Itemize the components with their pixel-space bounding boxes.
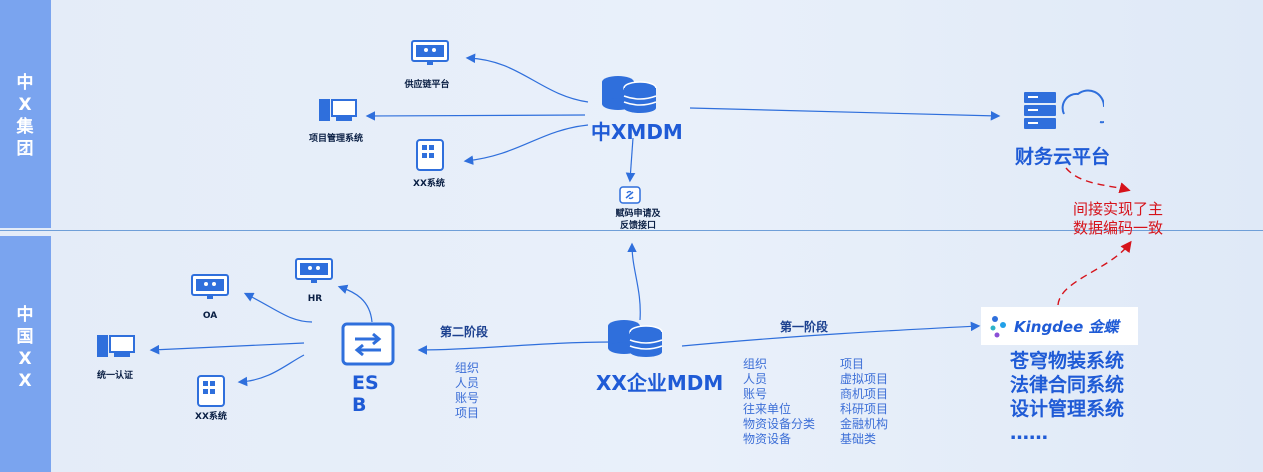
xx-system-bottom-label: XX系统 [195, 412, 227, 422]
oa-label: OA [202, 311, 218, 321]
stage2-label: 第二阶段 [440, 325, 489, 339]
xx-system-top-label: XX系统 [413, 179, 445, 189]
line-esb-xx [237, 354, 305, 387]
enterprise-db-icon [608, 320, 663, 357]
hr-label: HR [307, 294, 323, 304]
section-divider [0, 230, 1263, 231]
line-hub-interface [625, 137, 636, 183]
cloud-server-icon [1024, 89, 1104, 129]
line-hub-cloud [689, 107, 1001, 121]
note-text: 间接实现了主数据编码一致 [1073, 200, 1164, 237]
band-bottom [0, 236, 51, 472]
kingdee-logo: Kingdee 金蝶 [981, 307, 1138, 345]
dashed-cloud-note [1065, 167, 1131, 194]
line-hub-project [365, 111, 586, 121]
oa-monitor-icon [191, 274, 229, 299]
kingdee-dots-icon [990, 316, 1006, 338]
project-mgmt-label: 项目管理系统 [308, 134, 363, 144]
top-hub-title: 中XMDM [591, 120, 683, 144]
kingdee-systems: 苍穹物装系统法律合同系统 设计管理系统…… [1010, 350, 1125, 444]
enterprise-mdm-title: XX企业MDM [596, 371, 724, 395]
line-mdm-kingdee [681, 321, 981, 347]
auth-label: 统一认证 [96, 371, 133, 381]
xx-tablet-icon [197, 375, 225, 407]
stage1-items-b: 项目虚拟项目 商机项目科研项目 金融机构基础类 [840, 357, 889, 446]
interface-label: 赋码申请及反馈接口 [615, 209, 661, 231]
database-icon [602, 76, 657, 113]
computer-icon [319, 99, 357, 121]
line-mdm-interface [627, 242, 641, 321]
supply-chain-label: 供应链平台 [404, 80, 450, 90]
link-icon [619, 186, 641, 204]
auth-computer-icon [97, 335, 135, 357]
dashed-kingdee-note [1057, 240, 1132, 306]
tablet-icon [416, 139, 444, 171]
esb-exchange-icon [341, 322, 395, 366]
line-mdm-esb [417, 341, 613, 355]
line-hub-xx [463, 124, 589, 165]
stage1-label: 第一阶段 [780, 320, 829, 334]
stage2-items: 组织人员 账号项目 [455, 361, 480, 420]
kingdee-logo-text: Kingdee 金蝶 [1014, 318, 1119, 336]
hr-monitor-icon [295, 258, 333, 283]
stage1-items-a: 组织人员 账号往来单位 物资设备分类物资设备 [743, 357, 816, 446]
line-hub-supply [465, 53, 589, 103]
monitor-icon [411, 40, 449, 65]
line-esb-oa [243, 292, 313, 323]
line-esb-hr [337, 284, 373, 323]
cloud-platform-title: 财务云平台 [1015, 146, 1111, 168]
band-top [0, 0, 51, 228]
line-esb-auth [149, 342, 305, 355]
